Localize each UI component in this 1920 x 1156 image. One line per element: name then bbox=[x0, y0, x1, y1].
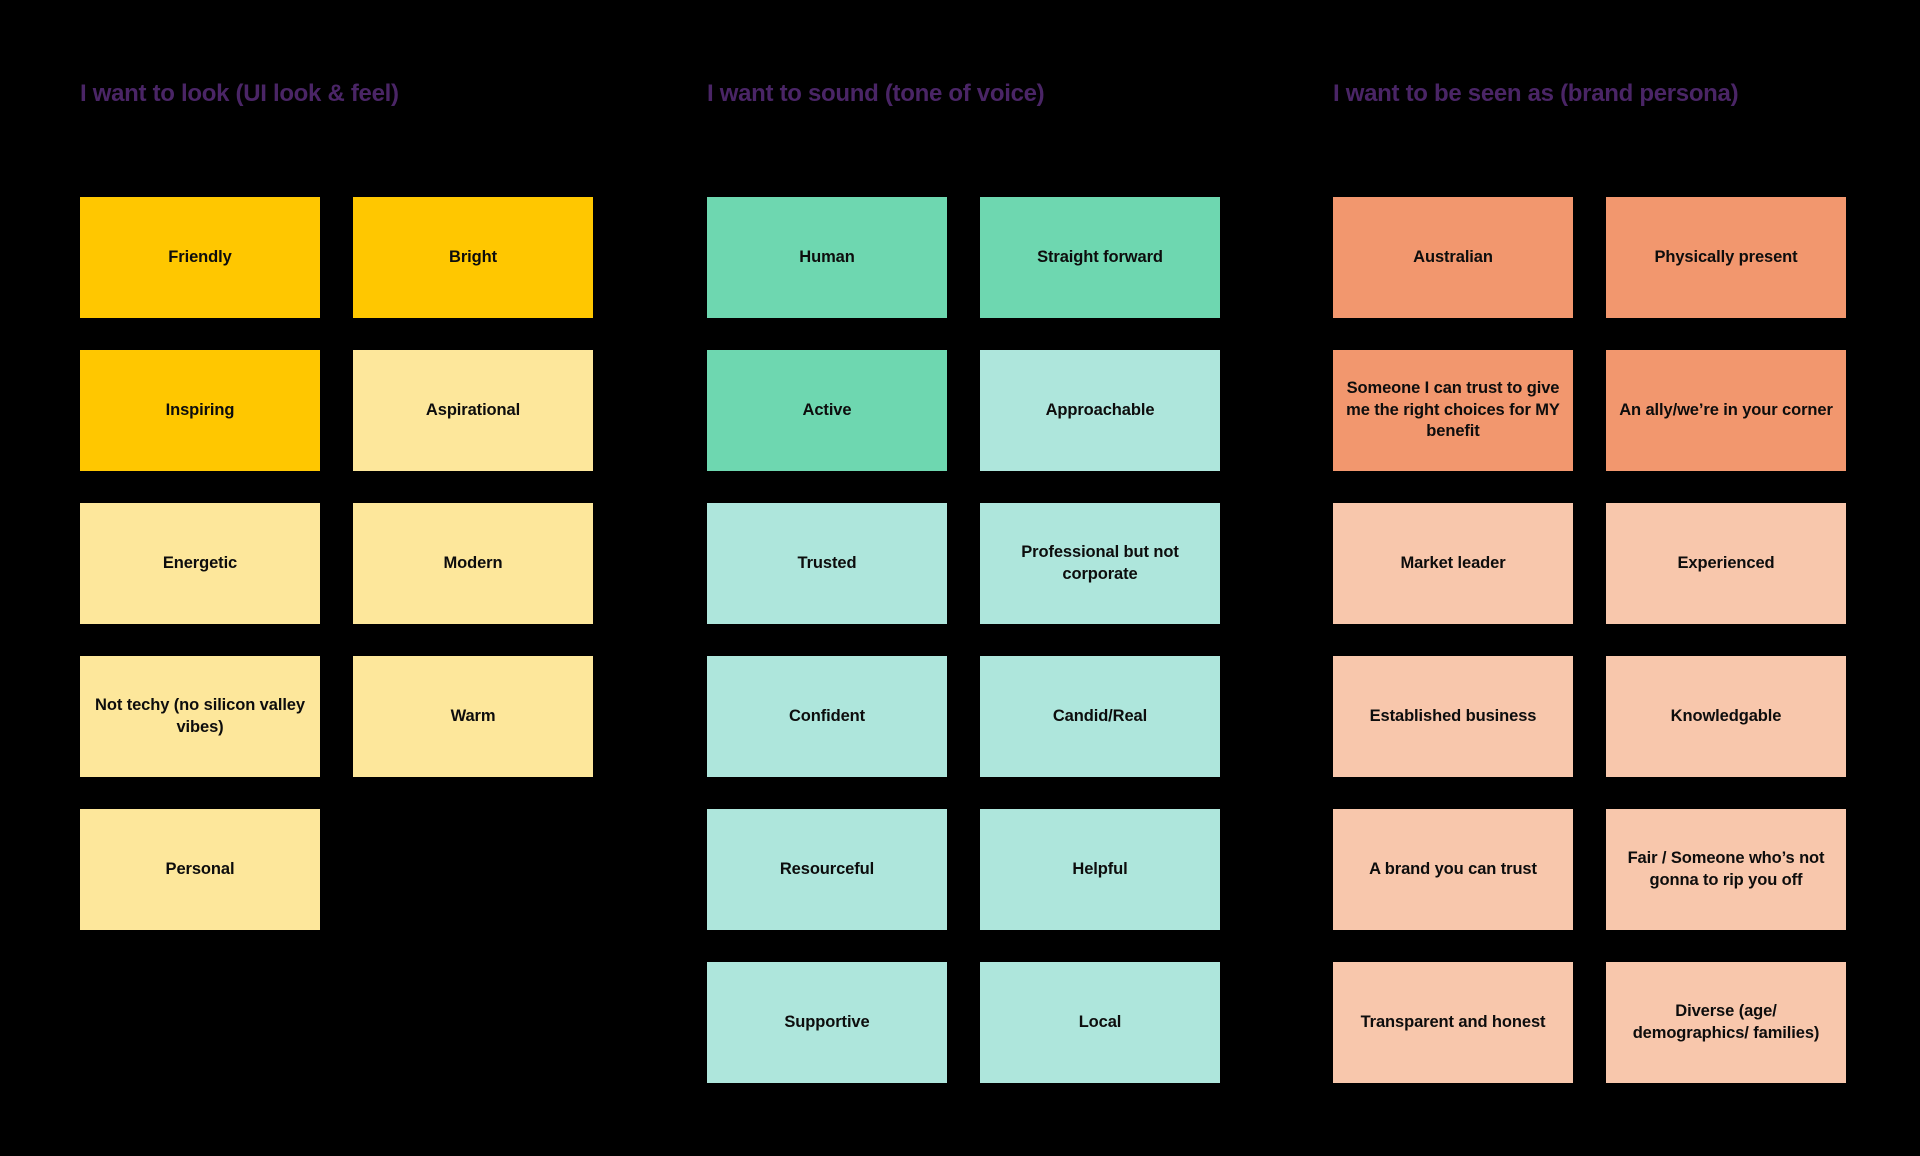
card-inspiring[interactable]: Inspiring bbox=[80, 350, 320, 471]
card-label: Resourceful bbox=[779, 859, 875, 878]
card-label: Friendly bbox=[168, 247, 232, 266]
card-label: A brand you can trust bbox=[1369, 859, 1537, 878]
card-helpful[interactable]: Helpful bbox=[980, 809, 1220, 930]
card-trusted[interactable]: Trusted bbox=[707, 503, 947, 624]
card-label: An ally/we’re in your corner bbox=[1619, 400, 1833, 419]
card-human[interactable]: Human bbox=[707, 197, 947, 318]
card-candid-real[interactable]: Candid/Real bbox=[980, 656, 1220, 777]
card-label: Trusted bbox=[797, 553, 857, 572]
card-label: Market leader bbox=[1400, 553, 1506, 572]
card-confident[interactable]: Confident bbox=[707, 656, 947, 777]
card-bright[interactable]: Bright bbox=[353, 197, 593, 318]
card-grid-ui-look-and-feel: Friendly Bright Inspiring Aspirational E… bbox=[80, 197, 593, 930]
card-label: Knowledgable bbox=[1670, 706, 1782, 725]
card-label: Warm bbox=[450, 706, 496, 725]
card-market-leader[interactable]: Market leader bbox=[1333, 503, 1573, 624]
card-label: Australian bbox=[1413, 247, 1493, 266]
card-personal[interactable]: Personal bbox=[80, 809, 320, 930]
card-label: Straight forward bbox=[1037, 247, 1163, 266]
card-supportive[interactable]: Supportive bbox=[707, 962, 947, 1083]
card-placeholder-empty bbox=[353, 809, 593, 930]
card-knowledgable[interactable]: Knowledgable bbox=[1606, 656, 1846, 777]
card-someone-i-can-trust[interactable]: Someone I can trust to give me the right… bbox=[1333, 350, 1573, 471]
card-transparent-and-honest[interactable]: Transparent and honest bbox=[1333, 962, 1573, 1083]
card-professional-but-not-corporate[interactable]: Professional but not corporate bbox=[980, 503, 1220, 624]
card-label: Candid/Real bbox=[1052, 706, 1148, 725]
card-label: Established business bbox=[1369, 706, 1537, 725]
card-label: Modern bbox=[443, 553, 503, 572]
card-label: Transparent and honest bbox=[1360, 1012, 1546, 1031]
card-aspirational[interactable]: Aspirational bbox=[353, 350, 593, 471]
card-label: Helpful bbox=[1072, 859, 1128, 878]
card-label: Energetic bbox=[162, 553, 238, 572]
card-label: Local bbox=[1078, 1012, 1122, 1031]
card-label: Human bbox=[799, 247, 855, 266]
card-modern[interactable]: Modern bbox=[353, 503, 593, 624]
card-label: Someone I can trust to give me the right… bbox=[1346, 378, 1560, 441]
card-diverse[interactable]: Diverse (age/ demographics/ families) bbox=[1606, 962, 1846, 1083]
column-heading-tone-of-voice: I want to sound (tone of voice) bbox=[707, 80, 1045, 107]
card-label: Diverse (age/ demographics/ families) bbox=[1632, 1001, 1820, 1042]
card-label: Inspiring bbox=[165, 400, 235, 419]
card-label: Personal bbox=[165, 859, 235, 878]
card-label: Bright bbox=[449, 247, 497, 266]
card-label: Active bbox=[802, 400, 852, 419]
card-label: Not techy (no silicon valley vibes) bbox=[95, 695, 305, 736]
card-label: Physically present bbox=[1654, 247, 1798, 266]
card-label: Experienced bbox=[1677, 553, 1775, 572]
card-label: Approachable bbox=[1045, 400, 1155, 419]
card-an-ally[interactable]: An ally/we’re in your corner bbox=[1606, 350, 1846, 471]
card-physically-present[interactable]: Physically present bbox=[1606, 197, 1846, 318]
card-grid-tone-of-voice: Human Straight forward Active Approachab… bbox=[707, 197, 1220, 1083]
card-australian[interactable]: Australian bbox=[1333, 197, 1573, 318]
card-label: Professional but not corporate bbox=[1021, 542, 1179, 583]
card-label: Fair / Someone who’s not gonna to rip yo… bbox=[1627, 848, 1825, 889]
card-label: Confident bbox=[788, 706, 866, 725]
card-not-techy[interactable]: Not techy (no silicon valley vibes) bbox=[80, 656, 320, 777]
column-heading-brand-persona: I want to be seen as (brand persona) bbox=[1333, 80, 1739, 107]
card-experienced[interactable]: Experienced bbox=[1606, 503, 1846, 624]
card-grid-brand-persona: Australian Physically present Someone I … bbox=[1333, 197, 1846, 1083]
card-active[interactable]: Active bbox=[707, 350, 947, 471]
card-straight-forward[interactable]: Straight forward bbox=[980, 197, 1220, 318]
card-local[interactable]: Local bbox=[980, 962, 1220, 1083]
card-label: Aspirational bbox=[425, 400, 521, 419]
card-resourceful[interactable]: Resourceful bbox=[707, 809, 947, 930]
card-fair[interactable]: Fair / Someone who’s not gonna to rip yo… bbox=[1606, 809, 1846, 930]
card-friendly[interactable]: Friendly bbox=[80, 197, 320, 318]
card-a-brand-you-can-trust[interactable]: A brand you can trust bbox=[1333, 809, 1573, 930]
card-approachable[interactable]: Approachable bbox=[980, 350, 1220, 471]
column-heading-ui-look-and-feel: I want to look (UI look & feel) bbox=[80, 80, 399, 107]
card-warm[interactable]: Warm bbox=[353, 656, 593, 777]
card-energetic[interactable]: Energetic bbox=[80, 503, 320, 624]
card-label: Supportive bbox=[784, 1012, 870, 1031]
card-established-business[interactable]: Established business bbox=[1333, 656, 1573, 777]
